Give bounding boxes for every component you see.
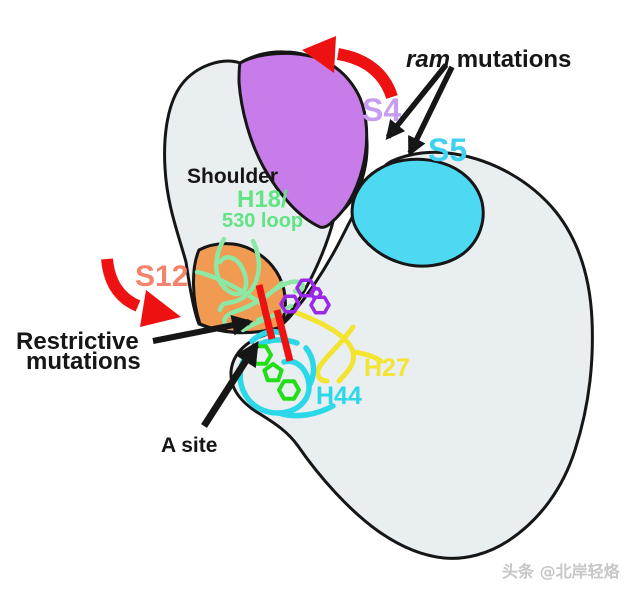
s4-label: S4 <box>362 92 401 128</box>
ram-label-italic: ram <box>406 46 450 73</box>
h27-label: H27 <box>364 354 410 382</box>
purple-ring-cluster <box>279 278 331 315</box>
h44-label: H44 <box>316 382 362 410</box>
annotation-arrows <box>152 63 455 428</box>
s5-label: S5 <box>428 132 467 168</box>
ram-mutations-label: ram mutations <box>406 46 571 73</box>
codon-anticodon-bars <box>255 284 294 362</box>
rotation-arrow-left <box>101 258 181 327</box>
a-site-label: A site <box>161 434 217 457</box>
restrictive-label-line1: Restrictive <box>16 328 139 355</box>
s12-label: S12 <box>135 260 188 293</box>
restrictive-mutations-arrow <box>152 314 254 344</box>
main-body-region <box>229 150 594 560</box>
ram-arrow-to-s4-gap <box>385 63 449 140</box>
s5-region <box>350 157 485 268</box>
a-site-arrow <box>201 340 259 428</box>
ram-arrow-to-s5 <box>407 65 455 157</box>
loop530-label: 530 loop <box>222 210 303 232</box>
h27-strand <box>294 310 384 384</box>
ram-label-rest: mutations <box>450 46 571 73</box>
h18-label: H18/ <box>237 186 288 213</box>
watermark: 头条 @北岸轻烙 <box>502 562 620 581</box>
rotation-arrow-top <box>302 36 398 100</box>
restrictive-label-line2: mutations <box>26 348 141 375</box>
shoulder-label: Shoulder <box>187 165 278 188</box>
